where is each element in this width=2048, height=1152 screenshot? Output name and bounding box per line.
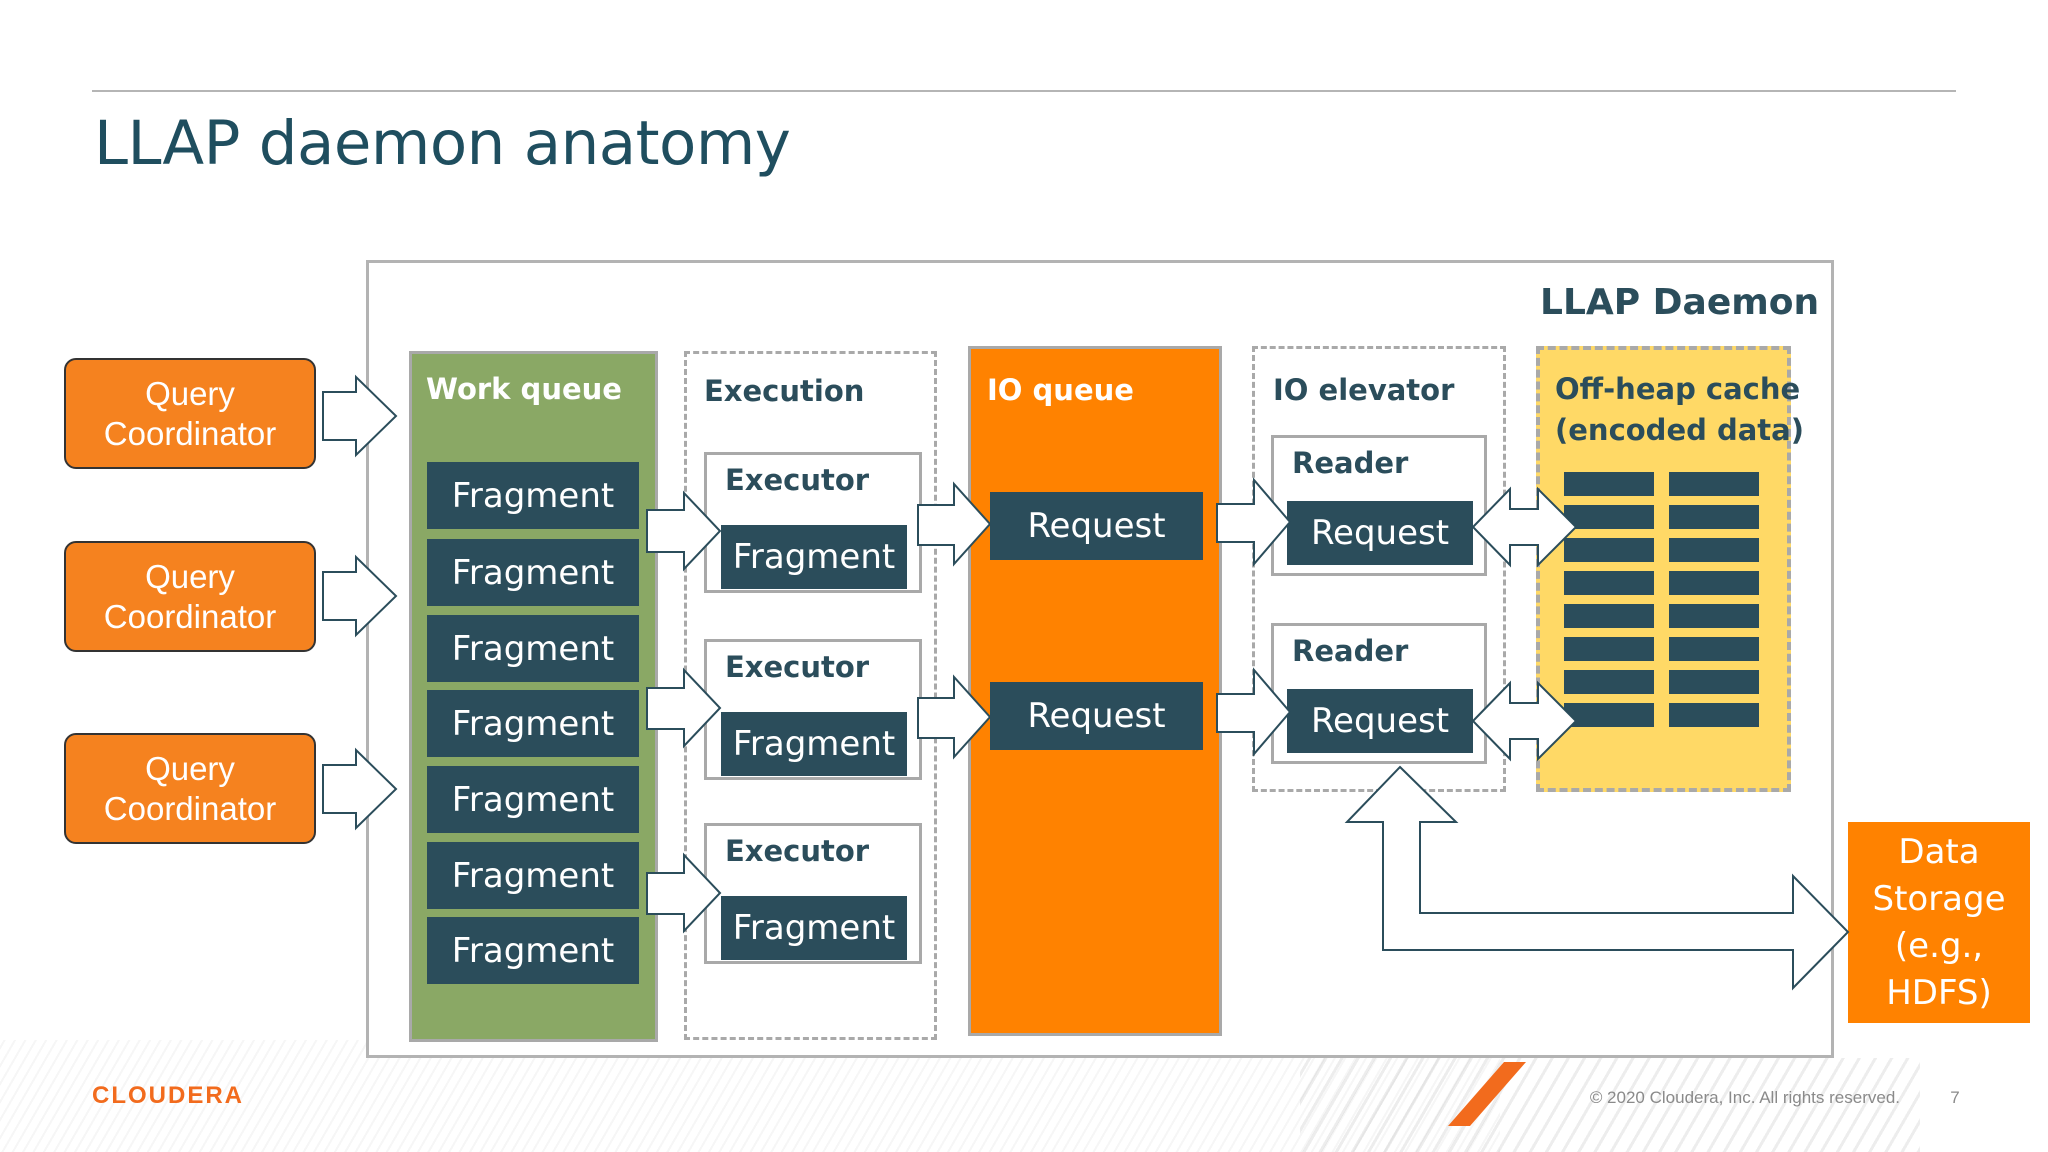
double-arrow-icon — [1471, 680, 1578, 762]
work-queue: Work queue Fragment Fragment Fragment Fr… — [409, 351, 658, 1042]
off-heap-cache: Off-heap cache (encoded data) — [1536, 346, 1804, 792]
page-number: 7 — [1950, 1088, 1960, 1107]
execution-label: Execution — [704, 374, 865, 408]
executor-fragment: Fragment — [721, 896, 907, 960]
cache-block — [1564, 472, 1654, 496]
cache-block — [1669, 571, 1759, 595]
cache-block — [1669, 604, 1759, 628]
data-storage-line1: Data — [1898, 831, 1980, 872]
query-coordinator-line1: Query — [145, 557, 235, 595]
executor-3: Executor Fragment — [704, 823, 922, 964]
arrow-right-icon — [322, 747, 398, 831]
arrow-right-icon — [322, 374, 398, 458]
slide-title: LLAP daemon anatomy — [94, 108, 791, 179]
cache-label-line2: (encoded data) — [1555, 413, 1804, 447]
cache-block — [1669, 703, 1759, 727]
arrow-right-icon — [646, 490, 722, 572]
background-hatch — [0, 1040, 1500, 1152]
query-coordinator-1: Query Coordinator — [64, 358, 316, 469]
cache-block — [1669, 538, 1759, 562]
io-queue-request: Request — [990, 682, 1203, 750]
executor-2: Executor Fragment — [704, 639, 922, 780]
reader-label: Reader — [1292, 446, 1409, 480]
query-coordinator-2: Query Coordinator — [64, 541, 316, 652]
reader-request: Request — [1287, 689, 1473, 753]
executor-label: Executor — [725, 463, 870, 497]
cache-block — [1564, 571, 1654, 595]
data-storage-line4: HDFS) — [1886, 972, 1992, 1013]
cache-block — [1669, 670, 1759, 694]
work-queue-fragment: Fragment — [427, 615, 639, 682]
llap-daemon-label: LLAP Daemon — [1540, 282, 1820, 323]
cache-block — [1564, 670, 1654, 694]
arrow-right-icon — [646, 667, 722, 749]
work-queue-fragment: Fragment — [427, 690, 639, 757]
work-queue-fragment: Fragment — [427, 766, 639, 833]
storage-arrow-icon — [1344, 765, 1850, 991]
arrow-right-icon — [1216, 667, 1292, 757]
io-queue-request: Request — [990, 492, 1203, 560]
cache-block — [1564, 505, 1654, 529]
data-storage-line3: (e.g., — [1894, 925, 1984, 966]
arrow-right-icon — [917, 481, 992, 567]
work-queue-fragment: Fragment — [427, 842, 639, 909]
io-queue-label: IO queue — [987, 373, 1134, 407]
reader-request: Request — [1287, 501, 1473, 565]
arrow-right-icon — [917, 674, 992, 760]
query-coordinator-line2: Coordinator — [103, 789, 277, 827]
data-storage-line2: Storage — [1872, 878, 2006, 919]
cache-block — [1669, 472, 1759, 496]
reader-2: Reader Request — [1271, 623, 1487, 764]
query-coordinator-line2: Coordinator — [103, 414, 277, 452]
title-rule — [92, 90, 1956, 92]
cloudera-logo: CLOUDERA — [92, 1082, 244, 1109]
executor-fragment: Fragment — [721, 525, 907, 589]
query-coordinator-line1: Query — [145, 374, 235, 412]
io-elevator-label: IO elevator — [1273, 373, 1455, 407]
copyright-text: © 2020 Cloudera, Inc. All rights reserve… — [1589, 1088, 1900, 1107]
work-queue-fragment: Fragment — [427, 917, 639, 984]
arrow-right-icon — [322, 554, 398, 638]
arrow-right-icon — [1216, 477, 1292, 567]
data-storage: Data Storage (e.g., HDFS) — [1848, 822, 2030, 1023]
executor-label: Executor — [725, 650, 870, 684]
query-coordinator-line2: Coordinator — [103, 597, 277, 635]
reader-label: Reader — [1292, 634, 1409, 668]
background-hatch-accent — [1300, 1058, 1920, 1152]
executor-fragment: Fragment — [721, 712, 907, 776]
cache-block — [1564, 604, 1654, 628]
cache-block — [1669, 505, 1759, 529]
arrow-right-icon — [646, 852, 722, 934]
work-queue-fragment: Fragment — [427, 462, 639, 529]
cache-block — [1564, 703, 1654, 727]
query-coordinator-3: Query Coordinator — [64, 733, 316, 844]
work-queue-label: Work queue — [426, 372, 622, 406]
cache-block — [1564, 637, 1654, 661]
query-coordinator-line1: Query — [145, 749, 235, 787]
executor-label: Executor — [725, 834, 870, 868]
double-arrow-icon — [1471, 486, 1578, 568]
work-queue-fragment: Fragment — [427, 539, 639, 606]
cache-block — [1669, 637, 1759, 661]
executor-1: Executor Fragment — [704, 452, 922, 593]
io-queue: IO queue Request Request — [968, 346, 1222, 1036]
cache-block — [1564, 538, 1654, 562]
cache-label-line1: Off-heap cache — [1555, 372, 1801, 406]
footer-accent-stripe — [1448, 1062, 1526, 1126]
